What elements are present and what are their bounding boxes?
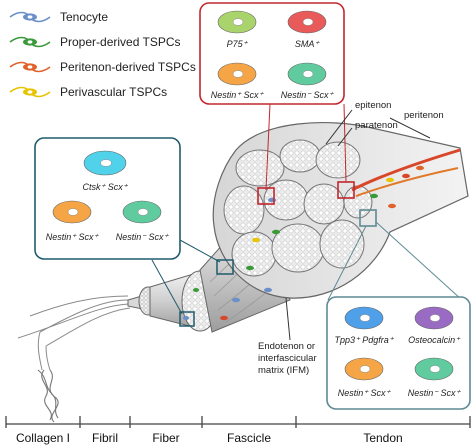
cell-label: Nestin⁻ Scx⁺ bbox=[281, 90, 335, 100]
label-peritenon: peritenon bbox=[404, 110, 444, 121]
panel-left: Ctsk⁺ Scx⁺ Nestin⁺ Scx⁺ Nestin⁻ Scx⁺ bbox=[34, 137, 181, 260]
left-cell-1: Ctsk⁺ Scx⁺ bbox=[82, 150, 129, 192]
perivascular-tspc-cell-icon bbox=[9, 86, 51, 98]
cell-label: Ctsk⁺ Scx⁺ bbox=[82, 182, 128, 192]
cell-label: Nestin⁺ Scx⁺ bbox=[211, 90, 265, 100]
proper-tspc-cell-icon bbox=[9, 36, 51, 48]
collagen-triple-helix bbox=[37, 369, 59, 423]
legend-item-tenocyte: Tenocyte bbox=[8, 7, 108, 27]
cell-label: P75⁺ bbox=[227, 39, 249, 49]
legend-label: Proper-derived TSPCs bbox=[60, 35, 181, 49]
label-endotenon-line2: interfascicular bbox=[258, 353, 317, 364]
cell-label: Nestin⁺ Scx⁺ bbox=[46, 232, 100, 242]
paratenon-vessel bbox=[351, 148, 461, 192]
scale-label-collagen: Collagen I bbox=[16, 431, 70, 445]
highlight-box-right bbox=[359, 209, 377, 227]
label-endotenon-line3: matrix (IFM) bbox=[258, 365, 309, 376]
legend-label: Tenocyte bbox=[60, 10, 109, 24]
cell-label: Tpp3⁺ Pdgfra⁺ bbox=[334, 335, 394, 345]
tendon-illustration bbox=[17, 122, 469, 423]
callout-lines bbox=[151, 103, 463, 341]
right-cell-4: Nestin⁻ Scx⁺ bbox=[408, 357, 462, 398]
panel-top: P75⁺ SMA⁺ Nestin⁺ Scx⁺ Nestin⁻ Scx⁺ bbox=[199, 2, 345, 105]
highlight-box-fiber bbox=[179, 311, 195, 327]
scale-label-tendon: Tendon bbox=[363, 431, 402, 445]
scale-label-fascicle: Fascicle bbox=[227, 431, 271, 445]
right-cell-2: Osteocalcin⁺ bbox=[408, 306, 461, 345]
right-cell-1: Tpp3⁺ Pdgfra⁺ bbox=[334, 306, 395, 345]
left-cell-2: Nestin⁺ Scx⁺ bbox=[46, 200, 100, 242]
collagen-fibrils-strands bbox=[17, 295, 131, 371]
legend-item-peritenon-tspc: Peritenon-derived TSPCs bbox=[8, 57, 196, 77]
legend-item-proper-tspc: Proper-derived TSPCs bbox=[8, 32, 181, 52]
cell-label: Nestin⁺ Scx⁺ bbox=[338, 388, 392, 398]
label-endotenon-line1: Endotenon or bbox=[258, 341, 315, 352]
label-epitenon: epitenon bbox=[355, 100, 391, 111]
label-paratenon: paratenon bbox=[355, 120, 398, 131]
right-cell-3: Nestin⁺ Scx⁺ bbox=[338, 357, 392, 398]
legend-item-perivascular-tspc: Perivascular TSPCs bbox=[8, 82, 167, 102]
panel-right: Tpp3⁺ Pdgfra⁺ Osteocalcin⁺ Nestin⁺ Scx⁺ … bbox=[326, 296, 471, 410]
top-cell-1: P75⁺ bbox=[217, 10, 257, 49]
cell-label: Nestin⁻ Scx⁺ bbox=[116, 232, 170, 242]
highlight-box-left bbox=[216, 259, 234, 275]
legend-label: Perivascular TSPCs bbox=[60, 85, 168, 99]
cell-label: SMA⁺ bbox=[295, 39, 321, 49]
top-cell-4: Nestin⁻ Scx⁺ bbox=[281, 62, 335, 100]
scale-label-fibril: Fibril bbox=[92, 431, 118, 445]
top-cell-3: Nestin⁺ Scx⁺ bbox=[211, 62, 265, 100]
fascicle-cross-sections bbox=[223, 139, 373, 277]
annotations: epitenon paratenon peritenon Endotenon o… bbox=[258, 100, 444, 376]
scale-axis: Collagen I Fibril Fiber Fascicle Tendon bbox=[5, 416, 471, 445]
cell-label: Osteocalcin⁺ bbox=[408, 335, 461, 345]
legend-label: Peritenon-derived TSPCs bbox=[60, 60, 196, 74]
peritenon-tspc-cell-icon bbox=[9, 61, 51, 73]
scale-label-fiber: Fiber bbox=[152, 431, 179, 445]
paratenon-vessel-2 bbox=[355, 167, 459, 197]
cell-label: Nestin⁻ Scx⁺ bbox=[408, 388, 462, 398]
left-cell-3: Nestin⁻ Scx⁺ bbox=[116, 200, 170, 242]
top-cell-2: SMA⁺ bbox=[287, 10, 327, 49]
scattered-cells bbox=[183, 165, 424, 321]
tenocyte-cell-icon bbox=[9, 11, 51, 23]
